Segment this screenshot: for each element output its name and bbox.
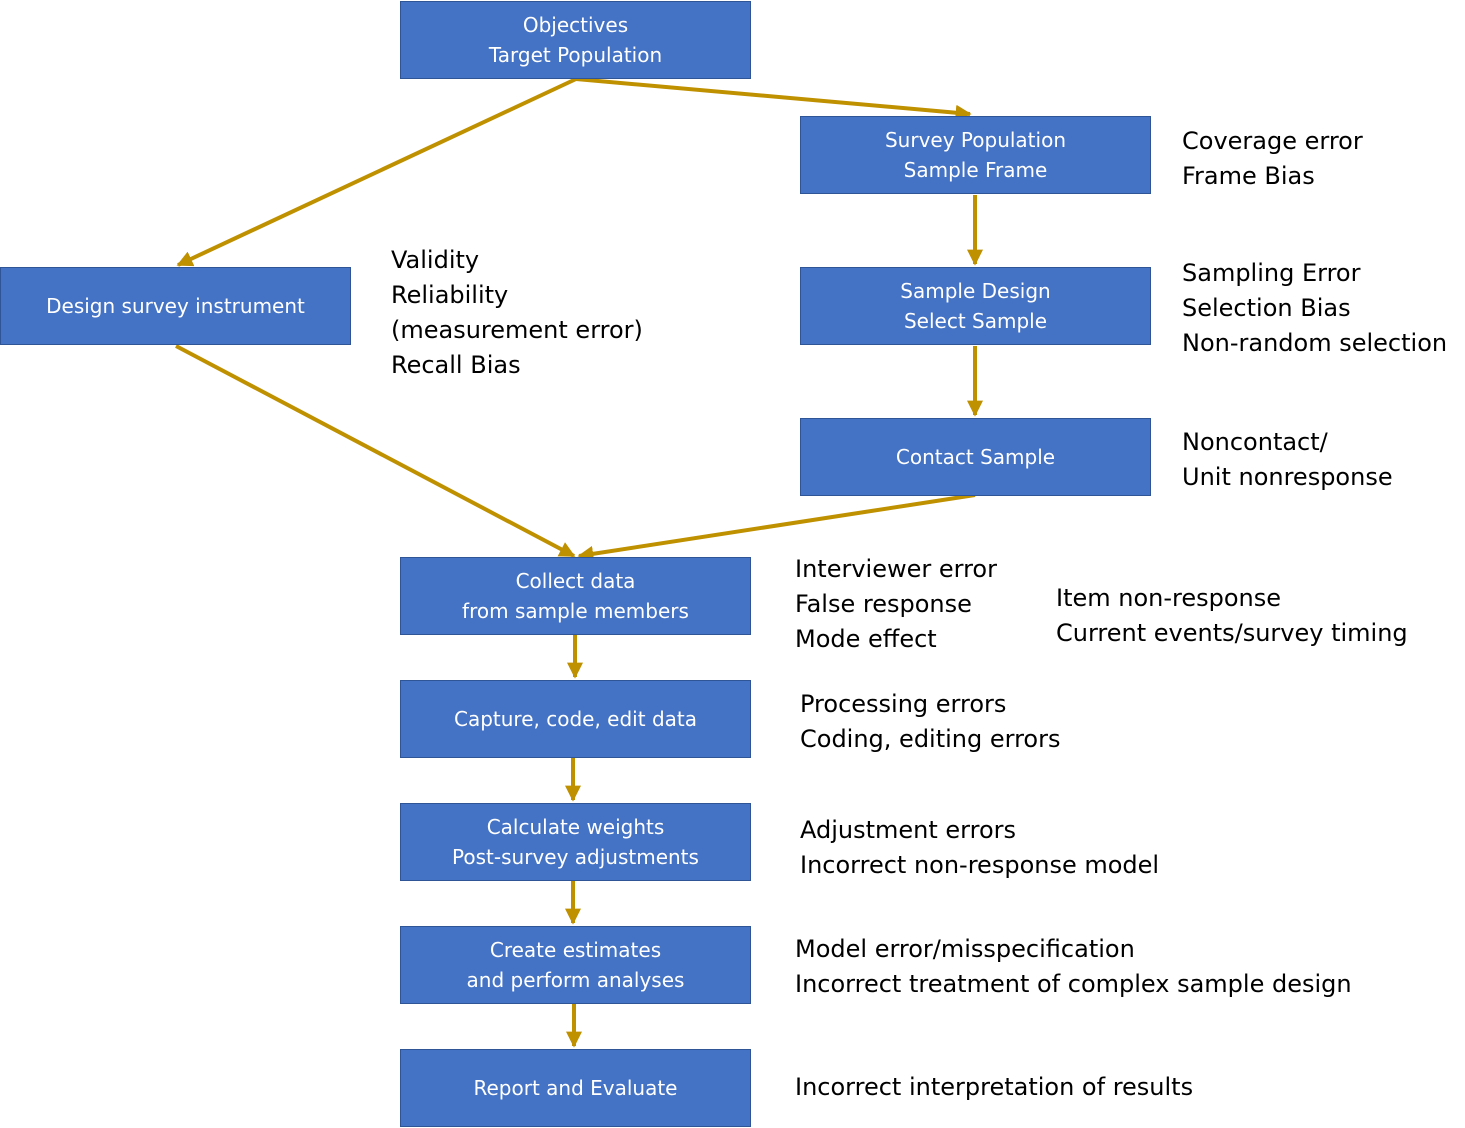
survey-population-line1: Survey Population (884, 128, 1066, 152)
survey-population-box: Survey Population Sample Frame (800, 116, 1151, 194)
capture-data-line1: Capture, code, edit data (454, 707, 697, 731)
sample-design-box: Sample Design Select Sample (800, 267, 1151, 345)
note-line: Interviewer error (795, 555, 997, 583)
instrument-error-note: Validity Reliability (measurement error)… (391, 243, 643, 383)
sample-design-line2: Select Sample (903, 309, 1048, 333)
create-estimates-line1: Create estimates (489, 938, 662, 962)
note-line: Incorrect non-response model (800, 851, 1160, 879)
note-line: False response (795, 590, 972, 618)
note-line: Frame Bias (1182, 162, 1315, 190)
contact-sample-line1: Contact Sample (895, 445, 1056, 469)
calculate-weights-box: Calculate weights Post-survey adjustment… (400, 803, 751, 881)
create-estimates-line2: and perform analyses (466, 968, 685, 992)
calculate-weights-line2: Post-survey adjustments (452, 845, 699, 869)
collect-data-box: Collect data from sample members (400, 557, 751, 635)
processing-error-note: Processing errors Coding, editing errors (800, 687, 1060, 757)
capture-data-box: Capture, code, edit data (400, 680, 751, 758)
note-line: Sampling Error (1182, 259, 1361, 287)
adjustment-error-note: Adjustment errors Incorrect non-response… (800, 813, 1159, 883)
note-line: Incorrect treatment of complex sample de… (795, 970, 1352, 998)
note-line: Mode effect (795, 625, 937, 653)
sampling-error-note: Sampling Error Selection Bias Non-random… (1182, 256, 1447, 361)
report-line1: Report and Evaluate (473, 1076, 678, 1100)
note-line: (measurement error) (391, 316, 643, 344)
note-line: Noncontact/ (1182, 428, 1328, 456)
collection-error-note: Interviewer error False response Mode ef… (795, 552, 997, 657)
note-line: Validity (391, 246, 480, 274)
model-error-note: Model error/misspecification Incorrect t… (795, 932, 1352, 1002)
contact-sample-box: Contact Sample (800, 418, 1151, 496)
arrow-contact-sample-to-collect-data (577, 493, 976, 562)
arrow-design-instrument-to-collect-data (175, 344, 576, 558)
objectives-line2: Target Population (488, 43, 663, 67)
note-line: Coding, editing errors (800, 725, 1061, 753)
arrow-objectives-to-survey-population (575, 77, 972, 121)
note-line: Adjustment errors (800, 816, 1017, 844)
note-line: Incorrect interpretation of results (795, 1073, 1194, 1101)
note-line: Recall Bias (391, 351, 521, 379)
note-line: Processing errors (800, 690, 1007, 718)
note-line: Model error/misspecification (795, 935, 1135, 963)
note-line: Non-random selection (1182, 329, 1448, 357)
interpretation-error-note: Incorrect interpretation of results (795, 1070, 1193, 1105)
note-line: Current events/survey timing (1056, 619, 1408, 647)
note-line: Reliability (391, 281, 509, 309)
note-line: Selection Bias (1182, 294, 1351, 322)
note-line: Unit nonresponse (1182, 463, 1393, 491)
design-instrument-box: Design survey instrument (0, 267, 351, 345)
collect-data-line2: from sample members (462, 599, 689, 623)
note-line: Coverage error (1182, 127, 1363, 155)
calculate-weights-line1: Calculate weights (486, 815, 665, 839)
survey-population-line2: Sample Frame (903, 158, 1048, 182)
create-estimates-box: Create estimates and perform analyses (400, 926, 751, 1004)
sample-design-line1: Sample Design (900, 279, 1051, 303)
arrow-objectives-to-design-instrument (176, 77, 577, 267)
note-line: Item non-response (1056, 584, 1282, 612)
collect-data-line1: Collect data (515, 569, 636, 593)
objectives-line1: Objectives (522, 13, 629, 37)
objectives-box: Objectives Target Population (400, 1, 751, 79)
coverage-error-note: Coverage error Frame Bias (1182, 124, 1363, 194)
design-instrument-line1: Design survey instrument (46, 294, 305, 318)
report-box: Report and Evaluate (400, 1049, 751, 1127)
nonresponse-error-note: Noncontact/ Unit nonresponse (1182, 425, 1393, 495)
item-nonresponse-note: Item non-response Current events/survey … (1056, 581, 1408, 651)
